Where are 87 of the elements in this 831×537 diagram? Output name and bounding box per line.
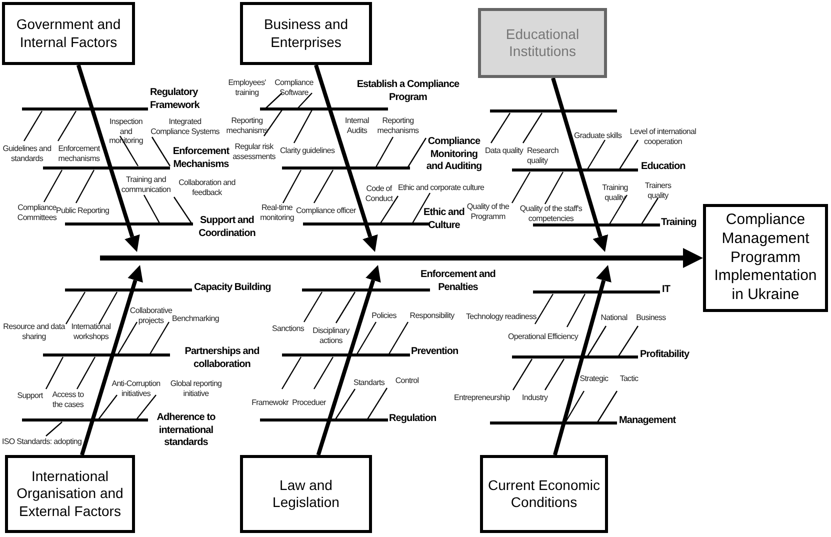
cause-label: Code of Conduct <box>364 184 394 204</box>
cause-label: Disciplinary actions <box>312 326 351 346</box>
box-title: International Organisation and External Factors <box>16 468 124 520</box>
cause-label: National <box>600 313 628 323</box>
category-label: Prevention <box>411 346 460 358</box>
category-box <box>480 455 608 533</box>
cause-label: Research quality <box>527 146 560 166</box>
cause-label: Public Reporting <box>56 206 110 215</box>
cause-label: Training and communication <box>121 175 171 194</box>
cause-label: Employees' training <box>227 78 267 98</box>
cause-label: Reporting mechanisms <box>376 116 420 136</box>
cause-label: Collaborative projects <box>128 306 172 326</box>
cause-label: Anti-Corruption initiatives <box>110 379 162 398</box>
cause-label: Compliance officer <box>296 206 357 216</box>
cause-label: Ethic and corporate culture <box>398 183 486 193</box>
category-label: Management <box>619 415 677 428</box>
category-box <box>5 455 135 533</box>
arrow <box>552 265 612 456</box>
box-title: Educational Institutions <box>504 26 580 60</box>
category-label: Regulatory Framework <box>150 87 201 112</box>
cause-label: Global reporting initiative <box>169 379 223 398</box>
category-label: Compliance Monitoring and Auditing <box>425 136 483 174</box>
box-title: Business and Enterprises <box>262 16 350 51</box>
category-box <box>240 2 372 65</box>
cause-label: Regular risk assessments <box>232 142 276 162</box>
cause-label: Support <box>16 391 44 401</box>
box-title: Government and Internal Factors <box>15 16 122 51</box>
category-box <box>478 8 607 78</box>
cause-label: Level of international cooperation <box>628 127 698 146</box>
cause-label: Guidelines and standards <box>2 144 52 164</box>
category-label: Regulation <box>389 413 438 426</box>
category-label: Partnerships and collaboration <box>184 346 260 371</box>
cause-label: Benchmarking <box>172 314 220 324</box>
cause-label: International workshops <box>70 322 112 342</box>
cause-label: Trainers quality <box>644 181 672 200</box>
cause-label: Quality of the staff's competencies <box>518 204 584 224</box>
arrow <box>551 77 608 252</box>
category-box <box>240 455 372 533</box>
category-label: Education <box>641 161 686 174</box>
category-label: Support and Coordination <box>198 215 256 240</box>
cause-label: Access to the cases <box>51 390 85 410</box>
cause-label: Compliance Software <box>274 78 314 98</box>
cause-label: Policies <box>370 311 398 321</box>
cause-label: Entrepreneurship <box>454 393 511 403</box>
cause-label: Quality of the Programm <box>466 202 510 222</box>
arrow <box>100 248 703 268</box>
box-title: Current Economic Conditions <box>487 476 601 512</box>
cause-label: Graduate skills <box>574 131 623 141</box>
category-label: Training <box>661 217 698 230</box>
category-label: Profitability <box>640 349 690 362</box>
category-label: IT <box>662 284 672 296</box>
cause-label: Sanctions <box>271 324 305 334</box>
cause-label: Proceduer <box>291 398 327 408</box>
category-label: Ethic and Culture <box>422 207 466 232</box>
box-title: Law and Legislation <box>272 476 340 512</box>
category-label: Adherence to international standards <box>156 412 216 450</box>
category-label: Enforcement Mechanisms <box>172 146 230 171</box>
arrow <box>76 64 140 252</box>
cause-label: Tactic <box>618 374 640 384</box>
category-label: Capacity Building <box>194 282 272 294</box>
cause-label: Responsibility <box>408 311 456 321</box>
arrow <box>80 265 143 456</box>
cause-label: Enforcement mechanisms <box>57 144 101 164</box>
cause-label: Control <box>394 376 420 386</box>
cause-label: Framewokr <box>250 398 290 408</box>
category-label: Enforcement and Penalties <box>420 269 496 294</box>
cause-label: Clarity guidelines <box>280 146 336 156</box>
cause-label: Internal Audits <box>344 116 370 136</box>
arrow <box>316 265 381 456</box>
category-label: Establish a Compliance Program <box>356 79 460 104</box>
cause-label: Data quality <box>485 146 524 156</box>
effect-box <box>703 204 828 312</box>
cause-label: Operational Efficiency <box>508 332 580 342</box>
cause-label: Standarts <box>352 378 386 388</box>
cause-label: Technology readiness <box>466 312 538 322</box>
cause-label: Resource and data sharing <box>2 322 66 342</box>
arrow <box>314 64 378 252</box>
cause-label: Reporting mechanisms <box>225 116 269 136</box>
cause-label: Collaboration and feedback <box>178 178 236 198</box>
cause-label: Strategic <box>578 374 610 384</box>
cause-label: Business <box>635 313 667 323</box>
cause-label: Integrated Compliance Systems <box>150 117 220 136</box>
cause-label: ISO Standards: adopting <box>2 437 83 447</box>
category-box <box>2 2 135 65</box>
cause-label: Training quality <box>601 183 629 202</box>
box-title: Compliance Management Programm Implementation in Ukraine <box>713 211 818 305</box>
cause-label: Industry <box>522 393 549 403</box>
